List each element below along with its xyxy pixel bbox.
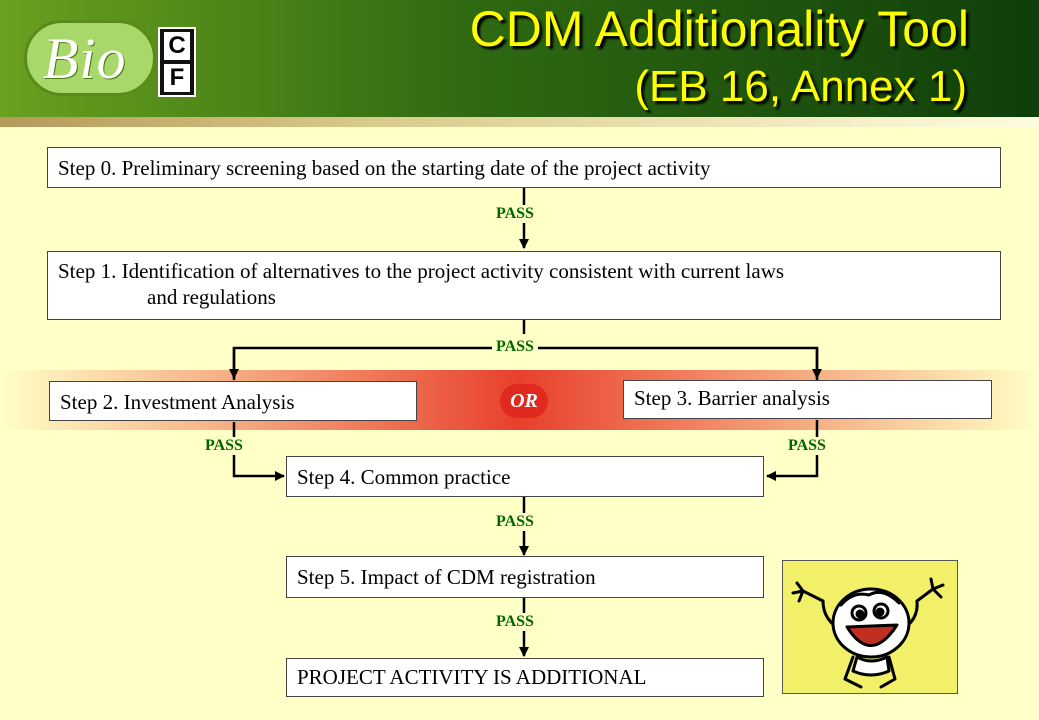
step2-box: Step 2. Investment Analysis	[49, 381, 417, 421]
header-divider	[0, 117, 1039, 127]
cf-letter-f: F	[164, 64, 190, 92]
page-title: CDM Additionality Tool	[469, 1, 969, 57]
step5-label: Step 5. Impact of CDM registration	[297, 565, 596, 589]
step1-label-cont: and regulations	[147, 285, 276, 309]
step0-box: Step 0. Preliminary screening based on t…	[47, 147, 1001, 188]
pass-label-3: PASS	[784, 437, 830, 455]
step1-label: Step 1. Identification of alternatives t…	[58, 259, 785, 283]
pass-label-5: PASS	[492, 613, 538, 631]
or-badge: OR	[500, 384, 548, 418]
pass-label-2: PASS	[201, 437, 247, 455]
bio-logo: Bio	[24, 20, 156, 96]
pass-label-0: PASS	[492, 205, 538, 223]
step3-box: Step 3. Barrier analysis	[623, 380, 992, 419]
step0-label: Step 0. Preliminary screening based on t…	[58, 156, 711, 180]
step3-label: Step 3. Barrier analysis	[634, 386, 830, 410]
result-label: PROJECT ACTIVITY IS ADDITIONAL	[297, 665, 647, 689]
cartoon-character-icon	[791, 577, 945, 689]
cf-letter-c: C	[164, 32, 190, 60]
page-subtitle: (EB 16, Annex 1)	[634, 62, 967, 111]
step2-label: Step 2. Investment Analysis	[60, 390, 295, 414]
cf-logo-badge: C F	[158, 27, 196, 97]
pass-label-1: PASS	[492, 338, 538, 356]
step5-box: Step 5. Impact of CDM registration	[286, 556, 764, 598]
step1-box: Step 1. Identification of alternatives t…	[47, 251, 1001, 320]
pass-label-4: PASS	[492, 513, 538, 531]
celebrating-cartoon-illustration	[782, 560, 958, 694]
step4-label: Step 4. Common practice	[297, 465, 511, 489]
step4-box: Step 4. Common practice	[286, 456, 764, 497]
result-box: PROJECT ACTIVITY IS ADDITIONAL	[286, 658, 764, 697]
logo-text: Bio	[43, 26, 127, 91]
